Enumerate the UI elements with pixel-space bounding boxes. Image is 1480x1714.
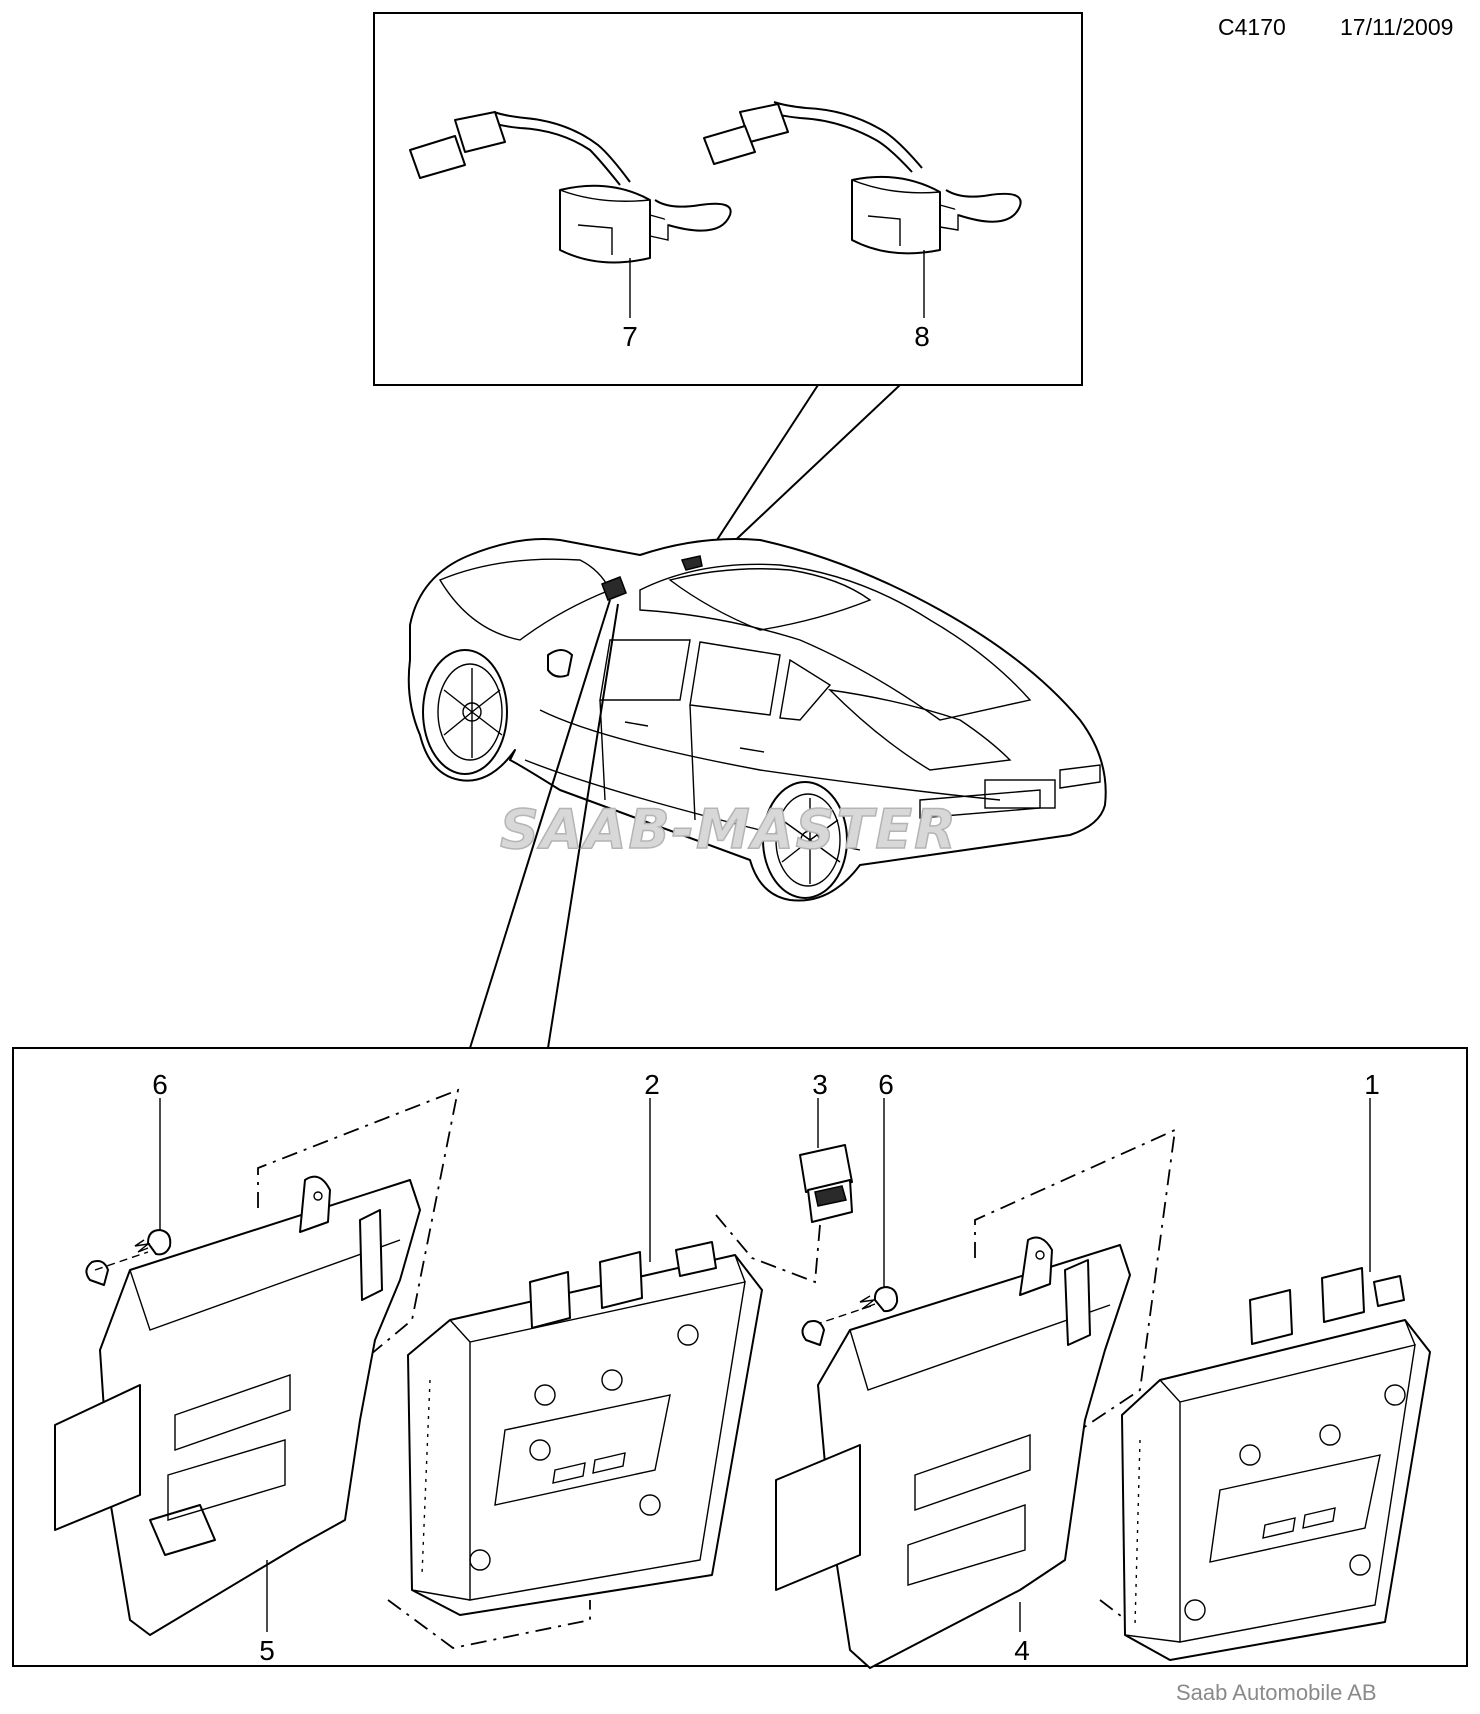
antenna-module-8	[703, 101, 1022, 318]
callout-3: 3	[812, 1069, 828, 1100]
callout-5: 5	[259, 1635, 275, 1666]
callout-1: 1	[1364, 1069, 1380, 1100]
screw-6-right	[813, 1098, 899, 1326]
callout-7: 7	[622, 321, 638, 352]
diagram-code: C4170	[1218, 14, 1286, 40]
top-detail-box	[373, 12, 1083, 567]
control-module-2	[387, 1098, 763, 1649]
footer-credit: Saab Automobile AB	[1176, 1680, 1377, 1705]
watermark: SAAB-MASTER	[500, 798, 958, 861]
callout-2: 2	[644, 1069, 660, 1100]
diagram-date: 17/11/2009	[1340, 14, 1454, 40]
callout-6-left: 6	[152, 1069, 168, 1100]
antenna-module-7	[409, 111, 732, 318]
bracket-5	[54, 1088, 460, 1636]
bottom-detail-box	[12, 1047, 1468, 1667]
car-illustration	[407, 538, 1107, 1049]
callout-6-right: 6	[878, 1069, 894, 1100]
connector-3	[715, 1098, 853, 1284]
callout-4: 4	[1014, 1635, 1030, 1666]
callout-8: 8	[914, 321, 930, 352]
bracket-4	[775, 1128, 1177, 1669]
control-module-1	[1099, 1098, 1431, 1661]
screw-6-left	[94, 1098, 172, 1271]
